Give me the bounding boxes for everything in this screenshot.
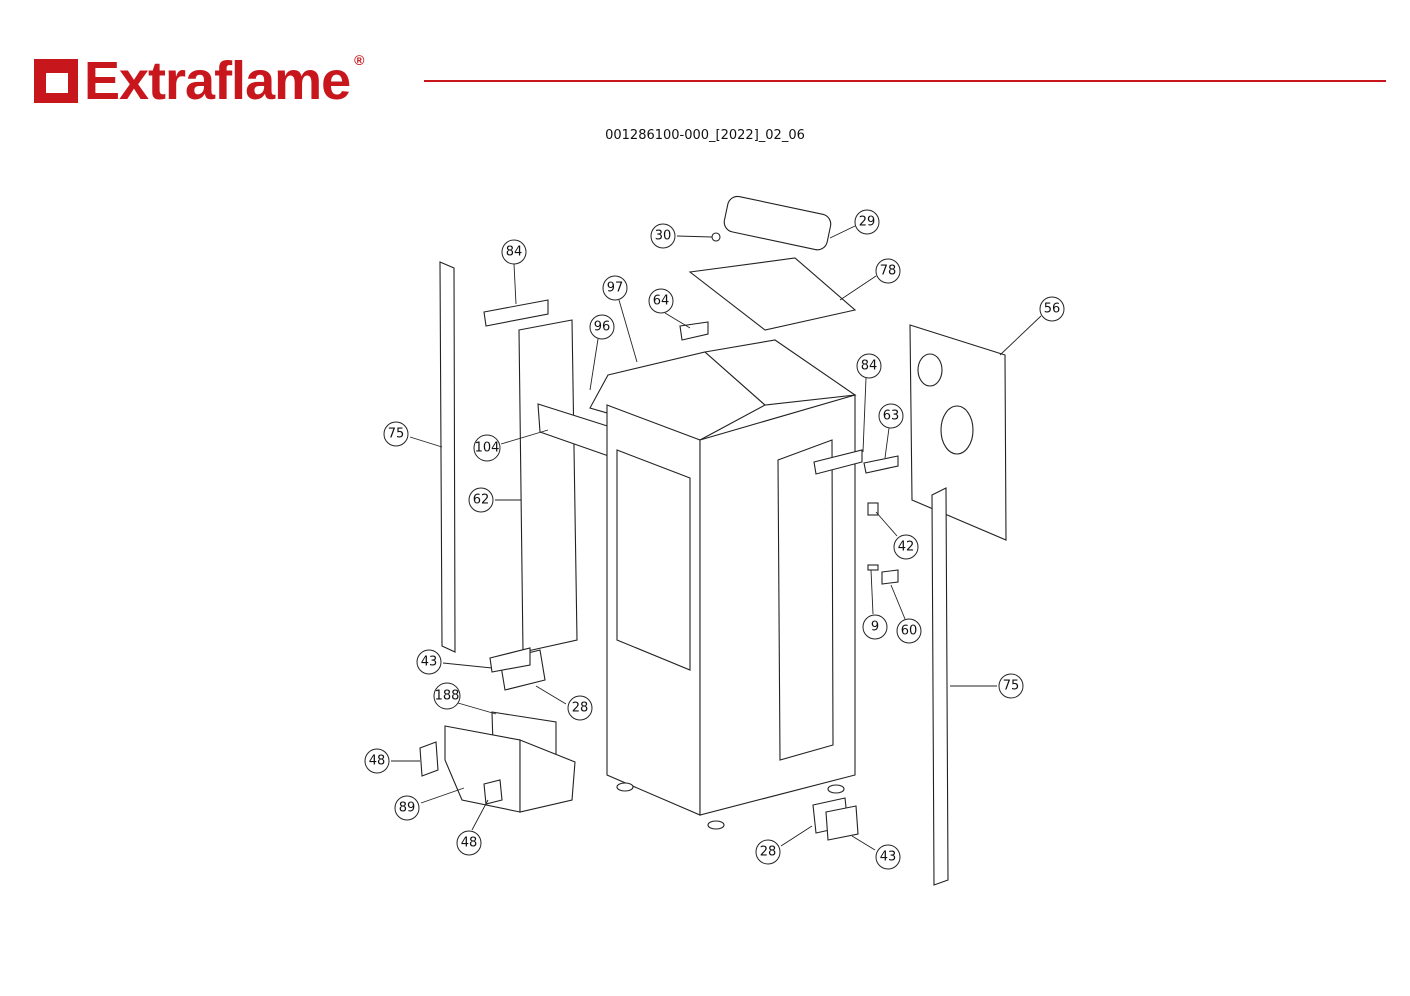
svg-text:75: 75 [388, 427, 405, 442]
callout-84: 84 [501, 239, 527, 265]
part-bracket-84-right [813, 449, 863, 475]
callout-43: 43 [416, 649, 442, 675]
svg-text:97: 97 [607, 281, 624, 296]
header-rule [424, 80, 1386, 82]
part-plate-60 [881, 569, 899, 585]
callout-60: 60 [896, 618, 922, 644]
callout-42: 42 [893, 534, 919, 560]
part-bracket-84-left [483, 299, 549, 327]
callouts: 84 30 29 78 97 64 96 56 84 63 75 104 62 … [364, 209, 1065, 870]
parts [419, 195, 1007, 886]
callout-97: 97 [602, 275, 628, 301]
part-foot [616, 782, 634, 792]
callout-188: 188 [433, 682, 461, 710]
svg-text:84: 84 [861, 359, 878, 374]
callout-78: 78 [875, 258, 901, 284]
callout-29: 29 [854, 209, 880, 235]
logo-mark-icon [34, 59, 78, 103]
callout-48: 48 [364, 748, 390, 774]
part-gasket-29 [723, 195, 832, 251]
svg-text:104: 104 [475, 441, 500, 456]
part-cover-43-left [489, 647, 531, 673]
callout-56: 56 [1039, 296, 1065, 322]
part-clip-48-left [419, 741, 439, 777]
part-foot [827, 784, 845, 794]
part-foot [707, 820, 725, 830]
svg-text:62: 62 [473, 493, 490, 508]
svg-text:63: 63 [883, 409, 900, 424]
brand-name: Extraflame [84, 51, 351, 111]
part-right-strip-75 [931, 487, 949, 886]
part-body-top [703, 339, 857, 406]
svg-text:75: 75 [1003, 679, 1020, 694]
callout-89: 89 [394, 795, 420, 821]
svg-text:84: 84 [506, 245, 523, 260]
callout-75: 75 [383, 421, 409, 447]
svg-text:48: 48 [369, 754, 386, 769]
svg-text:96: 96 [594, 320, 611, 335]
extraflame-logo: Extraflame® [34, 50, 365, 112]
callout-30: 30 [650, 223, 676, 249]
svg-text:42: 42 [898, 540, 915, 555]
svg-text:9: 9 [871, 620, 879, 635]
callout-104: 104 [473, 434, 501, 462]
svg-text:28: 28 [572, 701, 589, 716]
callout-43: 43 [875, 844, 901, 870]
svg-text:188: 188 [435, 689, 460, 704]
part-side-panel [777, 439, 834, 761]
svg-text:43: 43 [880, 850, 897, 865]
svg-text:78: 78 [880, 264, 897, 279]
part-hole [940, 405, 974, 455]
leader-lines [391, 225, 1042, 851]
part-panel-62 [518, 319, 578, 653]
svg-text:43: 43 [421, 655, 438, 670]
registered-mark: ® [354, 52, 364, 68]
svg-text:64: 64 [653, 294, 670, 309]
svg-text:56: 56 [1044, 302, 1061, 317]
svg-text:28: 28 [760, 845, 777, 860]
part-left-strip-75 [439, 261, 456, 653]
part-item-9 [867, 564, 879, 571]
part-clip-48-bottom [483, 779, 503, 805]
document-code: 001286100-000_[2022]_02_06 [605, 128, 805, 143]
svg-text:30: 30 [655, 229, 672, 244]
callout-63: 63 [878, 403, 904, 429]
callout-28: 28 [755, 839, 781, 865]
part-box-89-side [519, 739, 576, 813]
svg-text:48: 48 [461, 836, 478, 851]
part-hole [917, 353, 943, 387]
part-clip-42 [867, 502, 879, 516]
callout-28: 28 [567, 695, 593, 721]
svg-text:29: 29 [859, 215, 876, 230]
part-bracket-63 [863, 455, 899, 474]
part-body-left [606, 404, 701, 816]
part-front-opening [616, 449, 691, 671]
callout-9: 9 [862, 614, 888, 640]
callout-48: 48 [456, 830, 482, 856]
svg-text:89: 89 [399, 801, 416, 816]
callout-84: 84 [856, 353, 882, 379]
part-knob-30 [711, 232, 721, 242]
callout-64: 64 [648, 288, 674, 314]
callout-75: 75 [998, 673, 1024, 699]
callout-62: 62 [468, 487, 494, 513]
part-box-89 [444, 725, 521, 813]
part-cover-43-right [825, 805, 859, 841]
svg-text:60: 60 [901, 624, 918, 639]
callout-96: 96 [589, 314, 615, 340]
part-lid-78 [688, 257, 857, 331]
